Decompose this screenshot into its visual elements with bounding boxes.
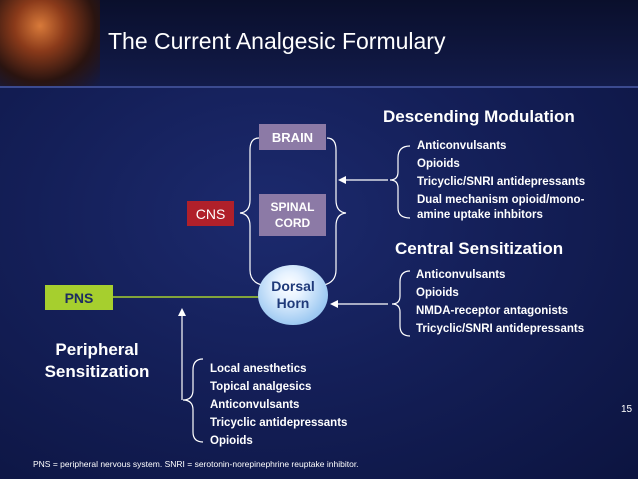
descending-arrowhead <box>338 176 346 184</box>
cns-label: CNS <box>195 205 226 222</box>
page-number: 15 <box>621 404 633 415</box>
dorsal-horn-label-line1: Dorsal <box>271 278 315 294</box>
list-item: Opioids <box>416 287 459 299</box>
list-item: Opioids <box>210 435 253 447</box>
central-sensitization-list: Anticonvulsants Opioids NMDA-receptor an… <box>416 266 584 338</box>
peripheral-sensitization-heading: Peripheral Sensitization <box>34 339 160 383</box>
list-item: Opioids <box>417 158 460 170</box>
cns-left-brace <box>239 137 263 286</box>
central-brace <box>391 270 411 337</box>
header-band <box>0 0 638 86</box>
peripheral-arrowhead <box>178 308 186 316</box>
peripheral-heading-line2: Sensitization <box>44 362 150 381</box>
list-item: Tricyclic antidepressants <box>210 417 348 429</box>
spinal-cord-label-line2: CORD <box>274 216 311 230</box>
brain-label: BRAIN <box>271 129 314 145</box>
peripheral-sensitization-list: Local anesthetics Topical analgesics Ant… <box>210 360 347 450</box>
cns-box: CNS <box>187 201 234 226</box>
list-item: Anticonvulsants <box>417 140 507 152</box>
dorsal-horn-node: Dorsal Horn <box>258 265 328 325</box>
spinal-cord-label-line1: SPINAL <box>270 200 315 214</box>
list-item: NMDA-receptor antagonists <box>416 305 569 317</box>
cns-right-brace <box>323 137 347 286</box>
brain-box: BRAIN <box>259 124 326 150</box>
pns-label: PNS <box>64 289 94 306</box>
list-item: Tricyclic/SNRI antidepressants <box>416 323 585 335</box>
glowing-figure-image <box>0 0 100 86</box>
peripheral-heading-line1: Peripheral <box>55 340 139 359</box>
central-sensitization-heading: Central Sensitization <box>395 239 564 258</box>
descending-modulation-list: Anticonvulsants Opioids Tricyclic/SNRI a… <box>417 137 617 223</box>
list-item: Anticonvulsants <box>416 269 506 281</box>
descending-brace <box>389 145 411 219</box>
list-item: Local anesthetics <box>210 363 307 375</box>
list-item: Dual mechanism opioid/mono-amine uptake … <box>417 194 585 221</box>
list-item: Tricyclic/SNRI antidepressants <box>417 176 586 188</box>
header-divider <box>0 86 638 88</box>
spinal-cord-box: SPINAL CORD <box>259 194 326 236</box>
footnote: PNS = peripheral nervous system. SNRI = … <box>33 459 359 469</box>
list-item: Anticonvulsants <box>210 399 300 411</box>
list-item: Topical analgesics <box>210 381 312 393</box>
central-arrowhead <box>330 300 338 308</box>
slide-title: The Current Analgesic Formulary <box>108 28 446 54</box>
descending-modulation-heading: Descending Modulation <box>383 107 575 126</box>
dorsal-horn-label-line2: Horn <box>276 295 310 311</box>
peripheral-brace <box>182 358 204 443</box>
pns-box: PNS <box>45 285 113 310</box>
